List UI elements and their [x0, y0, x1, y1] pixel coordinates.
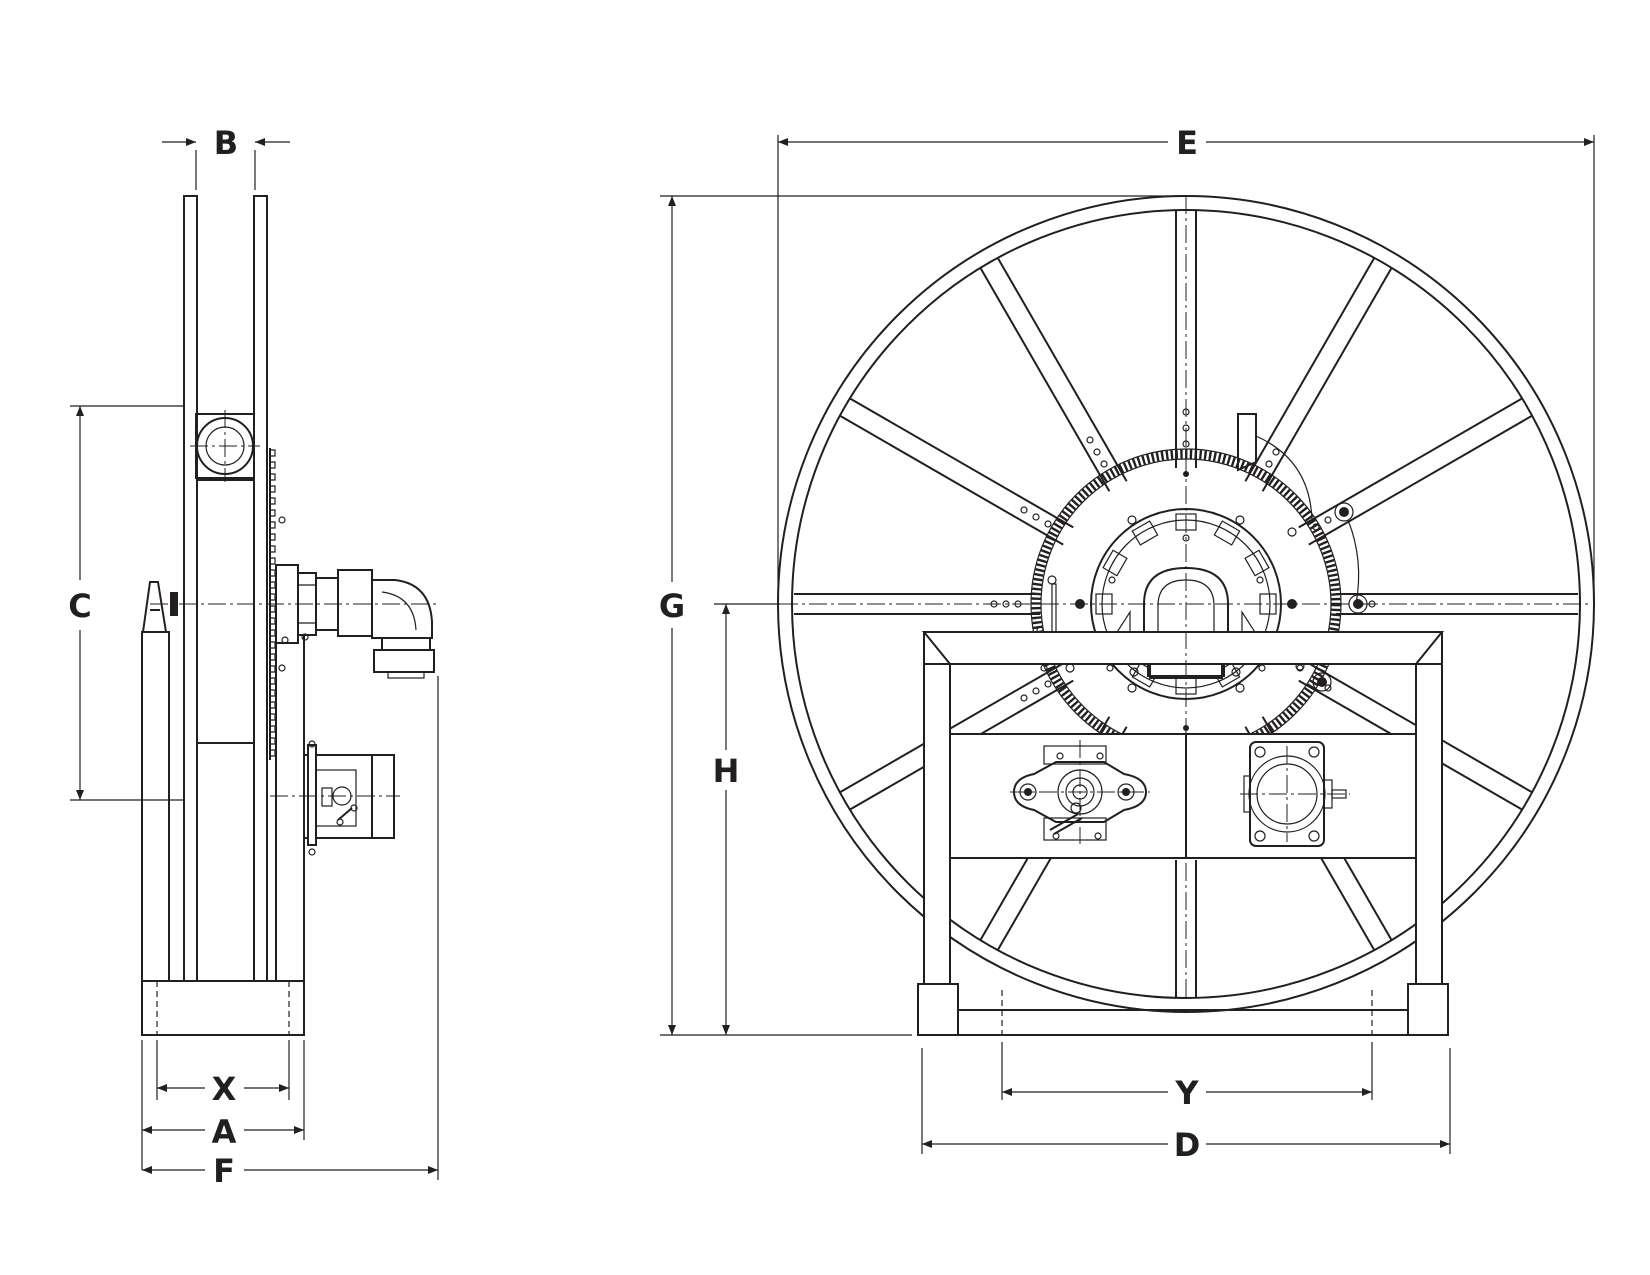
front-gearbox [1240, 741, 1350, 847]
dim-label-b: B [214, 124, 238, 162]
side-left-flange [183, 195, 198, 982]
dimension-y: Y [1001, 1042, 1373, 1112]
dimension-h: H [713, 603, 780, 1035]
dim-label-y: Y [1174, 1074, 1199, 1112]
dim-label-e: E [1176, 124, 1198, 162]
dimension-f: F [142, 676, 439, 1190]
front-stand [917, 631, 1449, 1036]
side-view: B C X A [68, 124, 440, 1190]
side-right-frame [275, 631, 305, 982]
side-swivel-elbow [275, 564, 435, 679]
dimension-x: X [156, 1040, 290, 1108]
side-motor [270, 740, 400, 856]
dim-label-c: C [68, 587, 91, 625]
front-motor [1010, 740, 1150, 844]
side-left-frame [141, 631, 170, 982]
dimension-b: B [162, 124, 290, 190]
dim-label-f: F [213, 1152, 235, 1190]
dimension-d: D [921, 1048, 1451, 1164]
dim-label-g: G [659, 587, 685, 625]
dimension-a: A [141, 1040, 305, 1170]
dimension-e: E [777, 124, 1595, 604]
front-view: E G H Y [659, 124, 1595, 1164]
side-base [141, 980, 305, 1036]
dim-label-x: X [212, 1070, 237, 1108]
dimension-c: C [68, 405, 184, 801]
dim-label-d: D [1174, 1126, 1201, 1164]
dimension-g: G [659, 195, 1186, 1036]
dim-label-h: H [713, 752, 740, 790]
dim-label-a: A [212, 1113, 237, 1151]
side-right-flange [253, 195, 268, 982]
